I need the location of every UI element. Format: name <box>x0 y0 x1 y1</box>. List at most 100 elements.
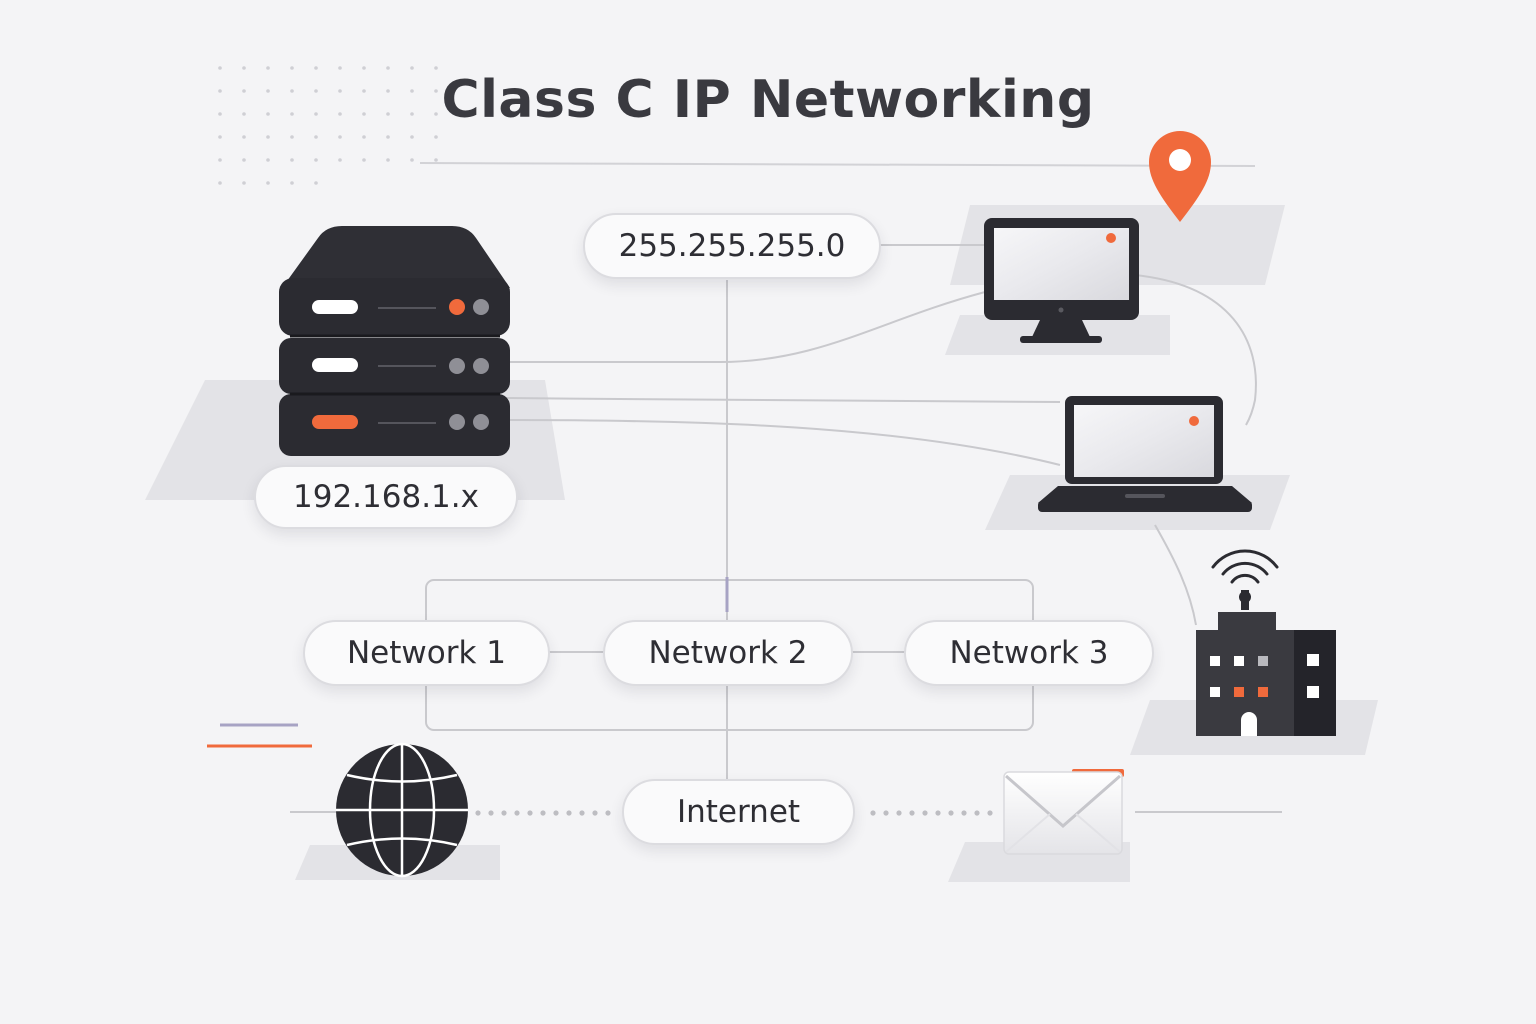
link-dot <box>566 810 572 816</box>
link-dot <box>896 810 902 816</box>
grid-dot <box>218 135 222 139</box>
grid-dot <box>314 135 318 139</box>
grid-dot <box>290 112 294 116</box>
grid-dot <box>386 135 390 139</box>
link-dot <box>922 810 928 816</box>
link-dot <box>909 810 915 816</box>
wifi-signal-icon <box>1211 549 1279 584</box>
grid-dot <box>314 112 318 116</box>
grid-dot <box>314 181 318 185</box>
grid-dot <box>386 66 390 70</box>
grid-dot <box>242 89 246 93</box>
grid-dot <box>266 89 270 93</box>
grid-dot <box>218 158 222 162</box>
header-divider <box>419 162 1256 167</box>
grid-dot <box>218 66 222 70</box>
monitor-to-laptop-curve <box>1134 274 1257 426</box>
grid-dot <box>362 66 366 70</box>
grid-dot <box>290 89 294 93</box>
server-to-laptop-curve <box>504 419 1061 466</box>
grid-dot <box>290 66 294 70</box>
grid-dot <box>410 158 414 162</box>
link-dot <box>475 810 481 816</box>
laptop-to-building-curve <box>1154 524 1197 626</box>
link-dot <box>605 810 611 816</box>
grid-dot <box>266 181 270 185</box>
subnet-mask-label: 255.255.255.0 <box>583 213 881 279</box>
internet-node: Internet <box>622 779 855 845</box>
grid-dot <box>314 158 318 162</box>
link-dot <box>935 810 941 816</box>
link-dot <box>592 810 598 816</box>
grid-dot <box>434 66 438 70</box>
internet-dotted-links <box>475 810 993 816</box>
grid-dot <box>362 112 366 116</box>
link-dot <box>974 810 980 816</box>
link-dot <box>553 810 559 816</box>
grid-dot <box>386 112 390 116</box>
grid-dot <box>338 158 342 162</box>
grid-dot <box>434 112 438 116</box>
link-dot <box>501 810 507 816</box>
grid-dot <box>434 158 438 162</box>
link-dot <box>948 810 954 816</box>
decorative-dot-grid <box>218 66 438 185</box>
link-dot <box>870 810 876 816</box>
grid-dot <box>218 112 222 116</box>
grid-dot <box>338 112 342 116</box>
grid-dot <box>266 158 270 162</box>
link-dot <box>883 810 889 816</box>
page-title: Class C IP Networking <box>441 70 1095 130</box>
grid-dot <box>386 158 390 162</box>
grid-dot <box>218 89 222 93</box>
link-dot <box>987 810 993 816</box>
link-dot <box>540 810 546 816</box>
server-to-monitor-curve <box>505 291 986 363</box>
grid-dot <box>266 112 270 116</box>
laptop-icon <box>1038 396 1252 512</box>
link-dot <box>961 810 967 816</box>
grid-dot <box>242 181 246 185</box>
grid-dot <box>338 135 342 139</box>
server-to-laptop-line <box>504 397 1061 403</box>
grid-dot <box>338 89 342 93</box>
grid-dot <box>362 158 366 162</box>
monitor-icon <box>984 218 1139 343</box>
office-building-icon <box>1196 590 1336 736</box>
grid-dot <box>218 181 222 185</box>
link-dot <box>488 810 494 816</box>
grid-dot <box>338 66 342 70</box>
grid-dot <box>386 89 390 93</box>
grid-dot <box>314 89 318 93</box>
grid-dot <box>410 135 414 139</box>
link-dot <box>514 810 520 816</box>
grid-dot <box>410 112 414 116</box>
link-dot <box>527 810 533 816</box>
grid-dot <box>434 89 438 93</box>
globe-icon <box>336 742 468 878</box>
grid-dot <box>266 66 270 70</box>
grid-dot <box>242 158 246 162</box>
grid-dot <box>410 66 414 70</box>
server-icon <box>279 226 510 456</box>
location-pin-icon <box>1149 131 1211 222</box>
grid-dot <box>290 135 294 139</box>
grid-dot <box>290 181 294 185</box>
grid-dot <box>314 66 318 70</box>
grid-dot <box>362 89 366 93</box>
link-dot <box>579 810 585 816</box>
grid-dot <box>410 89 414 93</box>
grid-dot <box>362 135 366 139</box>
grid-dot <box>242 135 246 139</box>
ip-range-label: 192.168.1.x <box>254 465 518 529</box>
grid-dot <box>242 66 246 70</box>
grid-dot <box>434 135 438 139</box>
network-2-node: Network 2 <box>603 620 853 686</box>
network-3-node: Network 3 <box>904 620 1154 686</box>
grid-dot <box>266 135 270 139</box>
envelope-icon <box>1003 769 1124 855</box>
network-1-node: Network 1 <box>303 620 550 686</box>
grid-dot <box>242 112 246 116</box>
